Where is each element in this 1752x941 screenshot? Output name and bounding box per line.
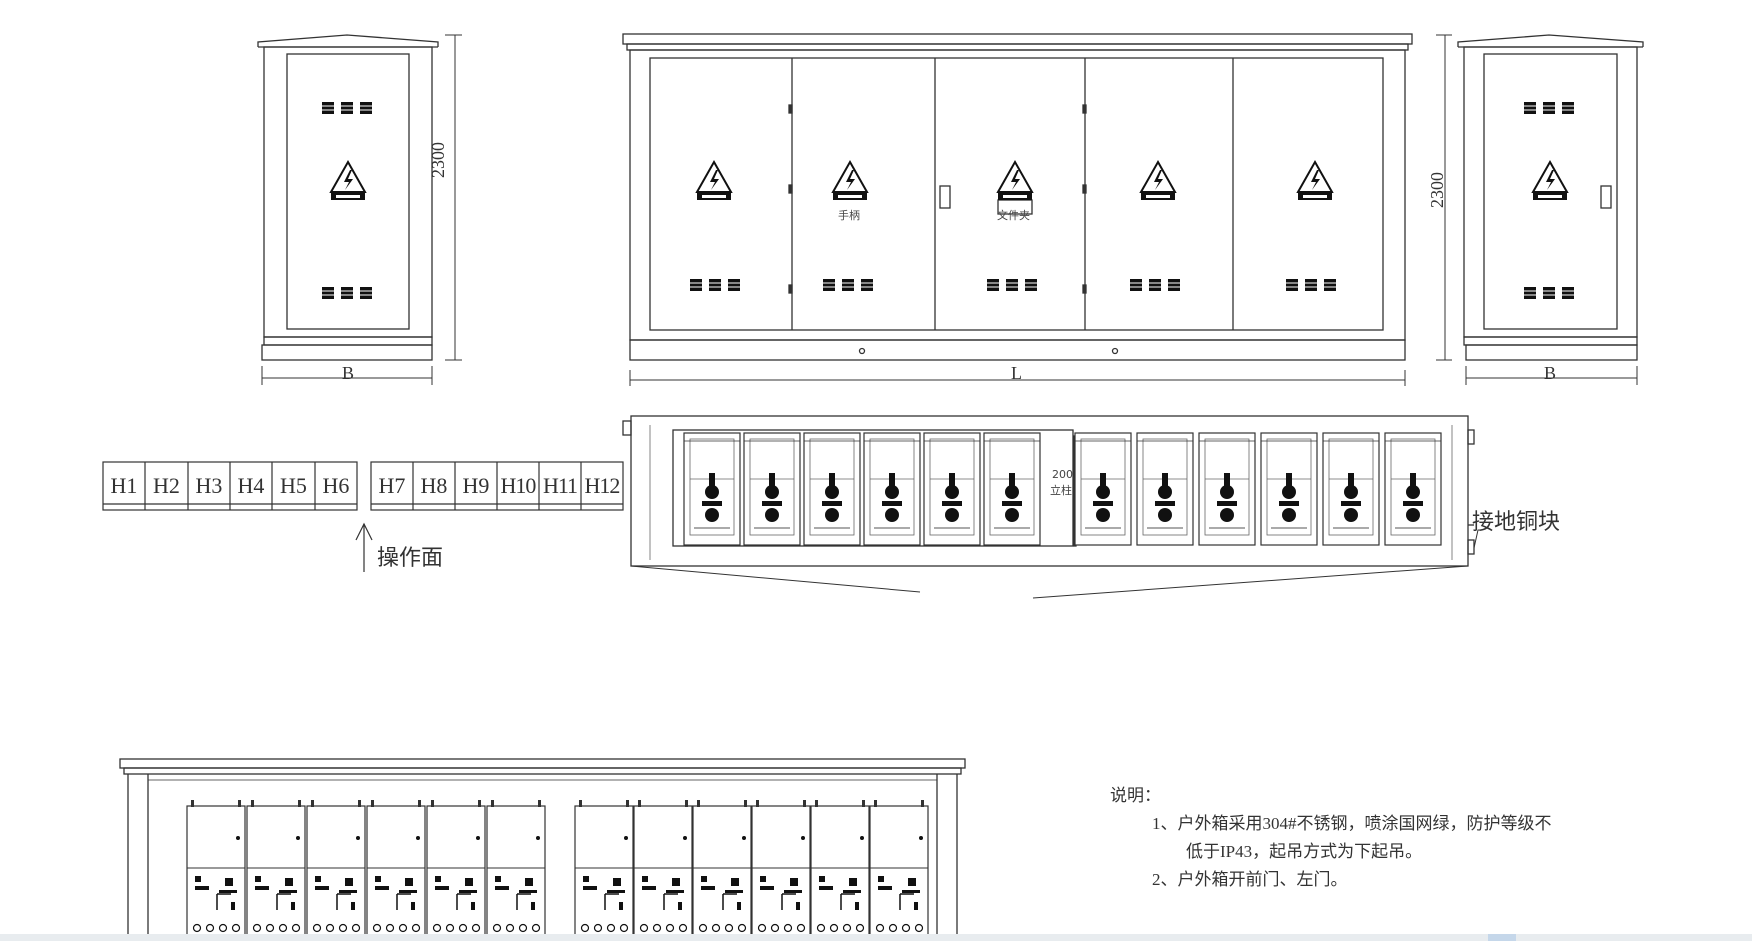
notes-heading: 说明： [1110,786,1161,805]
switch-unit-icon [1074,432,1132,546]
switch-unit-icon [1260,432,1318,546]
right-side-elevation [1436,34,1644,385]
slot-h1: H1 [110,473,138,498]
vent-icon [986,278,1038,292]
switchgear-cabinet-icon [810,799,870,939]
high-voltage-sign-icon [330,161,366,201]
high-voltage-sign-icon [696,161,732,201]
switch-unit-icon [683,432,741,546]
scrollbar-thumb[interactable] [1488,934,1516,941]
interior-elevation [119,758,966,934]
switch-unit-icon [1136,432,1194,546]
slot-h12: H12 [584,473,621,498]
notes-line-1: 1、户外箱采用304#不锈钢，喷涂国网绿，防护等级不 [1152,814,1552,833]
width-dimension-left: B [342,363,355,383]
vent-icon [1523,286,1575,300]
length-dimension: L [1011,363,1022,383]
switchgear-cabinet-icon [306,799,366,939]
notes-block: 说明： 1、户外箱采用304#不锈钢，喷涂国网绿，防护等级不 低于IP43，起吊… [1110,782,1552,894]
slot-strip [102,461,624,572]
height-dimension-right: 2300 [1427,172,1447,208]
slot-h7: H7 [378,473,406,498]
switchgear-cabinet-icon [751,799,811,939]
vent-icon [822,278,874,292]
notes-line-3: 2、户外箱开前门、左门。 [1152,870,1348,889]
notes-line-2: 低于IP43，起吊方式为下起吊。 [1186,842,1423,861]
switch-unit-icon [983,432,1041,546]
width-dimension-right: B [1544,363,1557,383]
vent-icon [321,101,373,115]
slot-h3: H3 [195,473,223,498]
operation-face-label: 操作面 [377,546,444,571]
high-voltage-sign-icon [1532,161,1568,201]
switchgear-cabinet-icon [246,799,306,939]
ground-copper-block-label: 接地铜块 [1472,510,1561,535]
vent-icon [689,278,741,292]
slot-h4: H4 [237,473,265,498]
horizontal-scrollbar[interactable] [0,934,1752,941]
handle-label: 手柄 [838,209,860,222]
slot-h6: H6 [322,473,350,498]
slot-h10: H10 [500,473,537,498]
high-voltage-sign-icon [997,161,1033,201]
switch-unit-icon [863,432,921,546]
high-voltage-sign-icon [1297,161,1333,201]
height-dimension-left: 2300 [428,142,448,178]
switchgear-cabinet-icon [633,799,693,939]
vent-icon [321,286,373,300]
switchgear-cabinet-icon [692,799,752,939]
pillar-label: 立柱 [1050,484,1072,497]
switch-unit-icon [803,432,861,546]
slot-h2: H2 [153,473,180,498]
switch-unit-icon [923,432,981,546]
front-elevation [622,33,1413,386]
switchgear-cabinet-icon [186,799,246,939]
switchgear-cabinet-icon [366,799,426,939]
switchgear-cabinet-icon [869,799,929,939]
ground-leader [1473,529,1480,549]
document-folder-label: 文件夹 [997,209,1030,222]
switch-unit-icon [1384,432,1442,546]
switchgear-cabinet-icon [486,799,546,939]
high-voltage-sign-icon [1140,161,1176,201]
slot-h9: H9 [462,473,490,498]
slot-h5: H5 [280,473,307,498]
switch-unit-icon [1198,432,1256,546]
vent-icon [1523,101,1575,115]
slot-h8: H8 [420,473,448,498]
pillar-size-label: 200 [1052,468,1073,481]
vent-icon [1285,278,1337,292]
slot-h11: H11 [542,473,578,498]
switchgear-cabinet-icon [574,799,634,939]
vent-icon [1129,278,1181,292]
left-side-elevation [257,34,462,385]
switch-unit-icon [1322,432,1380,546]
high-voltage-sign-icon [832,161,868,201]
switchgear-cabinet-icon [426,799,486,939]
switch-unit-icon [743,432,801,546]
